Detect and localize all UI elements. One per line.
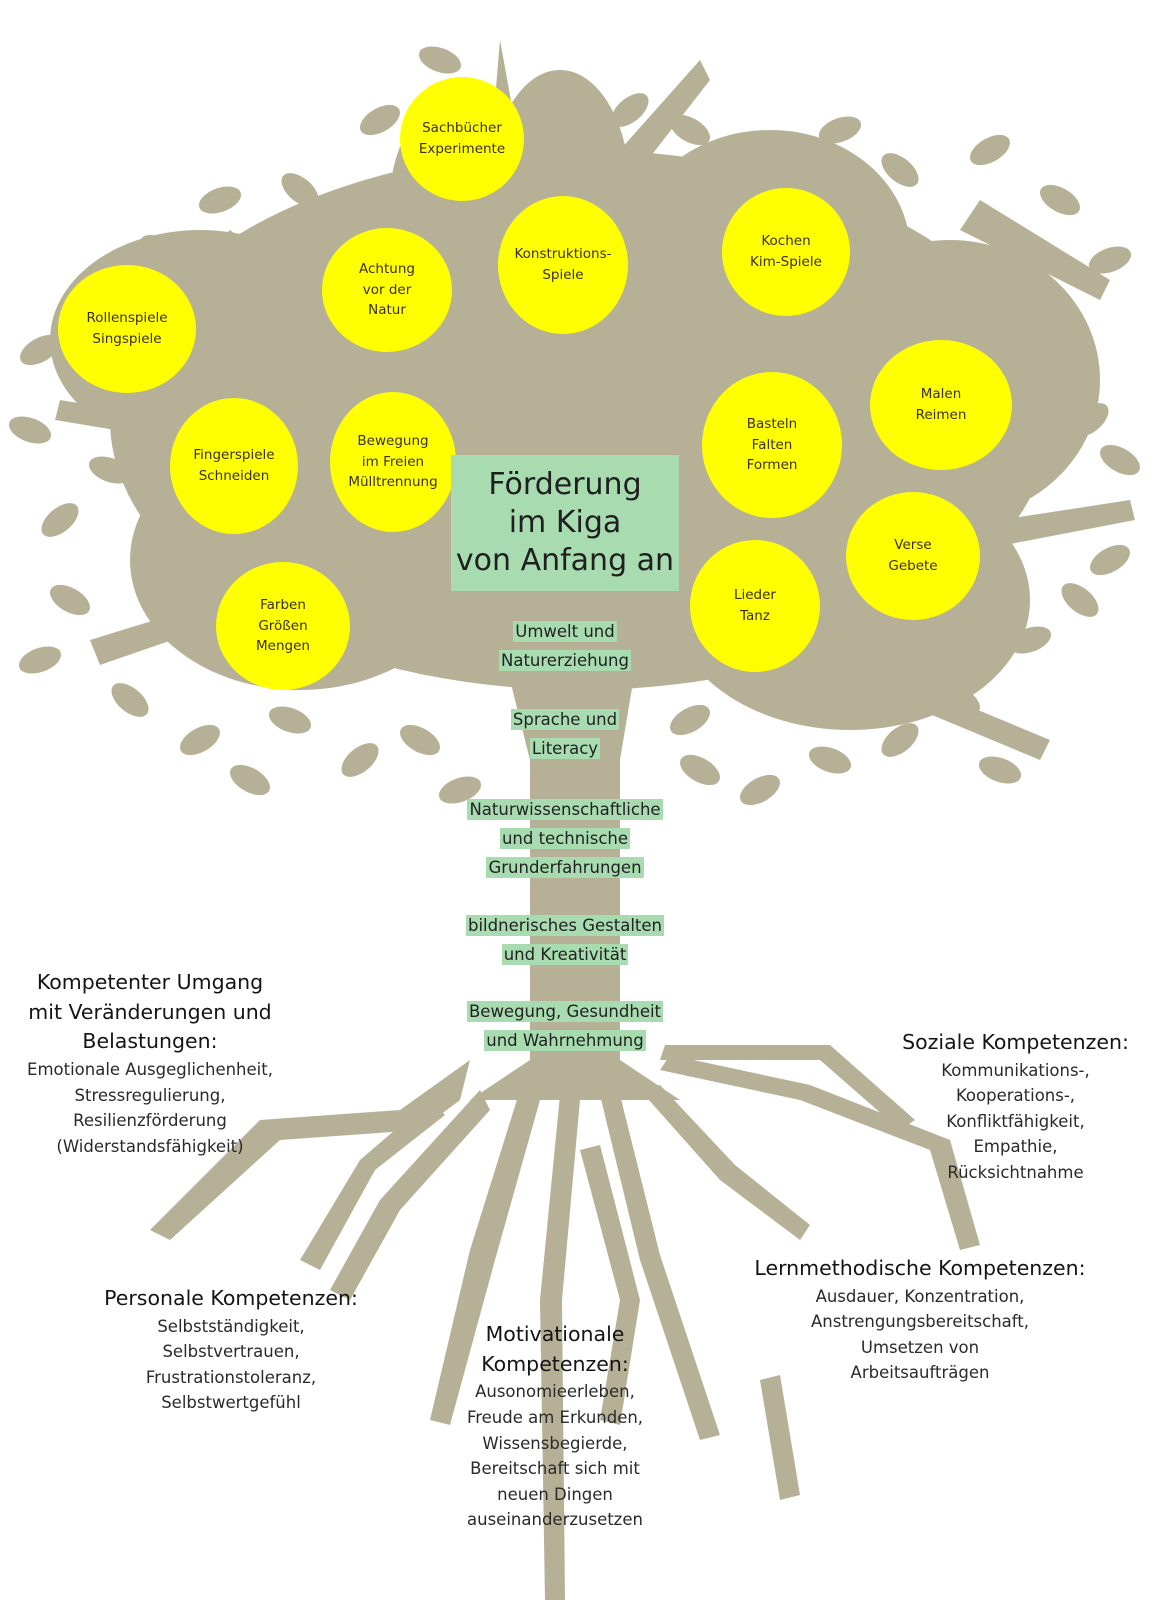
leaf	[140, 234, 180, 266]
root-lernmethodisch-heading: Lernmethodische Kompetenzen:	[754, 1256, 1086, 1280]
trunk-label-bewegung: Bewegung, Gesundheit und Wahrnehmung	[448, 998, 682, 1056]
topic-blob-label: Rollenspiele Singspiele	[86, 310, 168, 347]
topic-blob-konstruktion: Konstruktions- Spiele	[498, 196, 628, 334]
topic-blob-label: Basteln Falten Formen	[746, 415, 798, 474]
leaf	[1090, 544, 1130, 576]
topic-blob-label: Malen Reimen	[915, 386, 967, 423]
trunk-label-line: und Wahrnehmung	[484, 1029, 646, 1051]
trunk-label-line: bildnerisches Gestalten	[466, 915, 664, 936]
topic-blob-label: Bewegung im Freien Mülltrennung	[348, 432, 438, 491]
topic-blob-label: Farben Größen Mengen	[256, 596, 310, 655]
leaf	[111, 683, 149, 717]
leaf	[670, 704, 710, 736]
trunk-label-line: Grunderfahrungen	[486, 856, 644, 878]
leaf	[20, 334, 60, 366]
leaf	[818, 116, 862, 144]
root-sozial-body: Kommunikations-, Kooperations-, Konflikt…	[941, 1060, 1090, 1182]
topic-blob-basteln: Basteln Falten Formen	[702, 372, 842, 518]
root-umgang: Kompetenter Umgang mit Veränderungen und…	[0, 968, 300, 1159]
leaf	[230, 764, 270, 796]
root-motivational: Motivationale Kompetenzen: Ausonomieerle…	[430, 1320, 680, 1533]
topic-blob-label: Lieder Tanz	[733, 587, 776, 624]
leaf	[341, 743, 379, 777]
root-personal: Personale Kompetenzen: Selbstständigkeit…	[86, 1284, 376, 1416]
central-title-text: Förderung im Kiga von Anfang an	[455, 466, 675, 579]
tree-leaves	[8, 46, 1140, 806]
leaf	[41, 503, 79, 537]
leaf	[1008, 626, 1052, 654]
topic-blob-label: Achtung vor der Natur	[359, 260, 415, 319]
leaf	[438, 776, 482, 804]
leaf	[418, 46, 462, 74]
topic-blob-lieder: Lieder Tanz	[690, 540, 820, 672]
trunk-label-line: und technische	[499, 827, 631, 849]
leaf	[180, 724, 220, 756]
trunk-label-line: Literacy	[529, 737, 601, 759]
leaf	[680, 754, 720, 786]
root-sozial-heading: Soziale Kompetenzen:	[902, 1030, 1129, 1054]
leaf	[1038, 316, 1082, 344]
topic-blob-verse: Verse Gebete	[846, 492, 980, 620]
leaf	[970, 134, 1010, 166]
leaf	[611, 93, 649, 127]
leaf	[881, 153, 919, 187]
topic-blob-achtung: Achtung vor der Natur	[322, 228, 452, 352]
root-umgang-body: Emotionale Ausgeglichenheit, Stressregul…	[27, 1060, 273, 1156]
trunk-label-naturwissenschaft: Naturwissenschaftliche und technische Gr…	[448, 796, 682, 883]
leaf	[281, 173, 319, 207]
leaf	[198, 186, 242, 214]
trunk-label-line: und Kreativität	[501, 943, 629, 965]
trunk-label-line: Bewegung, Gesundheit	[466, 1001, 664, 1022]
root-motivational-heading: Motivationale Kompetenzen:	[481, 1322, 629, 1376]
root-umgang-heading: Kompetenter Umgang mit Veränderungen und…	[28, 970, 272, 1054]
trunk-label-gestalten: bildnerisches Gestalten und Kreativität	[448, 912, 682, 970]
central-title: Förderung im Kiga von Anfang an	[451, 455, 679, 591]
leaf	[88, 456, 132, 484]
topic-blob-rollenspiele: Rollenspiele Singspiele	[58, 265, 196, 393]
topic-blob-fingerspiele: Fingerspiele Schneiden	[170, 398, 298, 534]
leaf	[1061, 583, 1099, 617]
leaf	[881, 723, 919, 757]
trunk-label-line: Sprache und	[510, 709, 620, 730]
topic-blob-label: Sachbücher Experimente	[418, 120, 506, 157]
trunk-label-line: Umwelt und	[513, 621, 617, 642]
leaf	[268, 706, 312, 734]
leaf	[740, 774, 780, 806]
trunk-label-line: Naturerziehung	[499, 649, 631, 671]
topic-blob-label: Konstruktions- Spiele	[514, 246, 612, 283]
trunk-label-umwelt: Umwelt und Naturerziehung	[448, 618, 682, 676]
leaf	[670, 114, 710, 146]
root-personal-body: Selbstständigkeit, Selbstvertrauen, Frus…	[145, 1316, 317, 1413]
leaf	[1088, 246, 1132, 274]
topic-blob-sachbuecher: Sachbücher Experimente	[400, 77, 524, 201]
leaf	[1100, 444, 1140, 476]
leaf	[18, 646, 62, 674]
trunk-label-line: Naturwissenschaftliche	[467, 799, 663, 820]
root-sozial: Soziale Kompetenzen: Kommunikations-, Ko…	[870, 1028, 1161, 1186]
topic-blob-label: Kochen Kim-Spiele	[750, 233, 822, 270]
topic-blob-bewegung: Bewegung im Freien Mülltrennung	[330, 392, 456, 532]
topic-blob-label: Fingerspiele Schneiden	[193, 447, 275, 484]
leaf	[808, 746, 852, 774]
topic-blob-malen: Malen Reimen	[870, 340, 1012, 470]
root-lernmethodisch-body: Ausdauer, Konzentration, Anstrengungsber…	[810, 1286, 1030, 1383]
leaf	[940, 684, 980, 716]
root-lernmethodisch: Lernmethodische Kompetenzen: Ausdauer, K…	[720, 1254, 1120, 1386]
leaf	[400, 724, 440, 756]
topic-blob-kochen: Kochen Kim-Spiele	[722, 188, 850, 316]
trunk-label-sprache: Sprache und Literacy	[448, 706, 682, 764]
topic-blob-label: Verse Gebete	[888, 537, 938, 574]
leaf	[360, 104, 400, 136]
topic-blob-farben: Farben Größen Mengen	[216, 562, 350, 690]
leaf	[50, 584, 90, 616]
leaf	[978, 756, 1022, 784]
leaf	[1071, 403, 1109, 437]
leaf	[8, 416, 52, 444]
root-motivational-body: Ausonomieerleben, Freude am Erkunden, Wi…	[466, 1382, 644, 1530]
root-personal-heading: Personale Kompetenzen:	[104, 1286, 358, 1310]
leaf	[1040, 184, 1080, 216]
